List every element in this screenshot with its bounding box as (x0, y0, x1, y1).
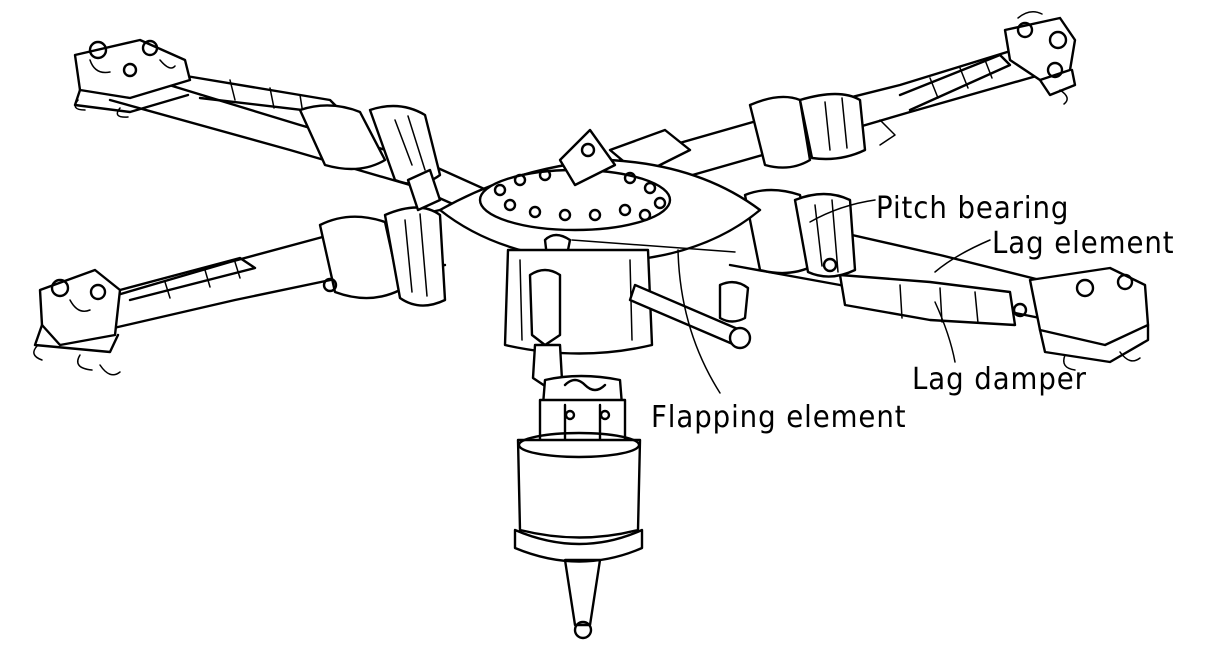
rear-right-arm (608, 11, 1077, 192)
lag-element-label: Lag element (992, 226, 1175, 261)
front-left-arm (33, 206, 447, 376)
leader-lines (571, 199, 991, 394)
front-right-arm (728, 188, 1150, 371)
pitch-links (628, 280, 752, 350)
rear-left-arm (73, 38, 522, 227)
flapping-element-label: Flapping element (651, 400, 907, 435)
lag-damper-label: Lag damper (912, 362, 1087, 397)
rotor-mast (503, 248, 654, 640)
hub-bolts (493, 168, 667, 222)
central-hub (406, 128, 762, 267)
pitch-bearing-label: Pitch bearing (876, 191, 1070, 226)
